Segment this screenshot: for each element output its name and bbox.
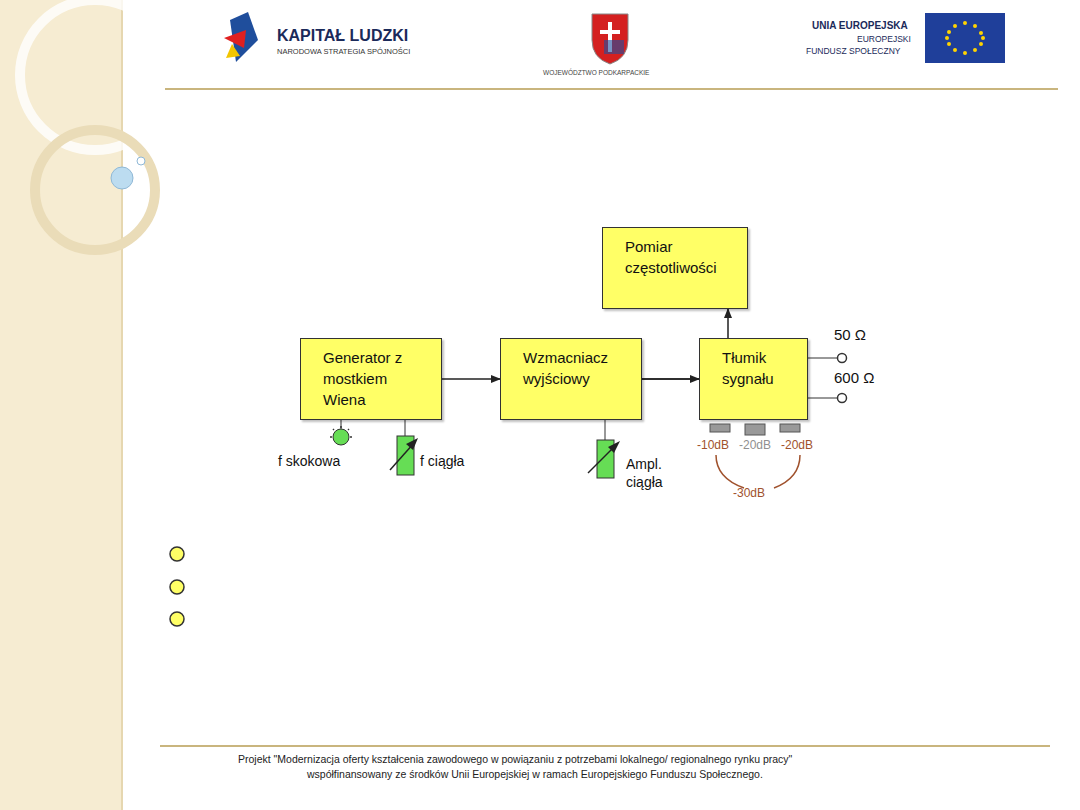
logo-text: FUNDUSZ SPOŁECZNY <box>806 46 900 56</box>
kapital-ludzki-logo <box>222 10 262 66</box>
output-terminal <box>838 394 847 403</box>
side-band <box>0 0 122 810</box>
bullet <box>170 612 184 626</box>
box-text: Generator z mostkiem Wiena <box>323 347 419 410</box>
pot-lead <box>605 420 606 440</box>
footer-text: współfinansowany ze środków Unii Europej… <box>307 768 763 780</box>
eu-flag <box>925 13 1005 63</box>
amplifier-box: Wzmacniacz wyjściowy <box>500 338 642 420</box>
control-label: f skokowa <box>278 453 340 469</box>
output-terminal <box>838 354 847 363</box>
output-wire <box>808 398 837 399</box>
pot-arrow <box>588 446 615 473</box>
box-text: Wzmacniacz wyjściowy <box>523 347 623 389</box>
pot-arrowhead <box>608 441 620 453</box>
footer-text: Projekt "Modernizacja oferty kształcenia… <box>238 753 792 765</box>
logo-subtext: WOJEWÓDZTWO PODKARPACKIE <box>543 69 649 76</box>
pot-arrowhead <box>406 438 418 450</box>
attenuator-button <box>745 424 765 435</box>
logo-subtext: NARODOWA STRATEGIA SPÓJNOŚCI <box>277 47 410 56</box>
attenuation-label: -20dB <box>781 438 813 452</box>
attenuator-button <box>710 424 730 432</box>
output-wire <box>808 358 837 359</box>
band-edge <box>121 0 123 810</box>
generator-box: Generator z mostkiem Wiena <box>300 338 442 420</box>
deco-ring <box>35 130 155 250</box>
signal-arrow <box>642 378 699 380</box>
frequency-meter-box: Pomiar częstotliwości <box>602 227 748 309</box>
box-text: Pomiar częstotliwości <box>625 236 735 278</box>
footer-rule <box>160 745 1050 747</box>
knob-ticks <box>330 426 352 437</box>
deco-bubble <box>111 167 133 189</box>
attenuator-box: Tłumik sygnału <box>699 338 808 420</box>
pot-lead <box>405 420 406 436</box>
logo-text: EUROPEJSKI <box>857 34 911 44</box>
attenuation-label: -30dB <box>733 486 765 500</box>
attenuation-label: -10dB <box>697 438 729 452</box>
signal-arrow <box>442 378 500 380</box>
logo-text: UNIA EUROPEJSKA <box>812 20 908 31</box>
attenuation-label: -20dB <box>739 438 771 452</box>
control-label: f ciągła <box>420 453 464 469</box>
deco-bubble <box>137 157 145 165</box>
step-switch-knob <box>333 429 349 445</box>
header-rule <box>165 88 1058 90</box>
bullet <box>170 547 184 561</box>
control-label: Ampl. ciągła <box>626 456 678 491</box>
terminal-label: 600 Ω <box>834 369 874 386</box>
terminal-label: 50 Ω <box>834 326 866 343</box>
combine-bracket <box>716 455 744 488</box>
box-text: Tłumik sygnału <box>722 347 792 389</box>
knob-shaft <box>341 420 342 429</box>
combine-bracket <box>774 455 800 488</box>
logo-text: KAPITAŁ LUDZKI <box>277 27 408 45</box>
podkarpackie-crest <box>592 14 628 64</box>
bullet <box>170 580 184 594</box>
attenuator-button <box>780 424 800 432</box>
